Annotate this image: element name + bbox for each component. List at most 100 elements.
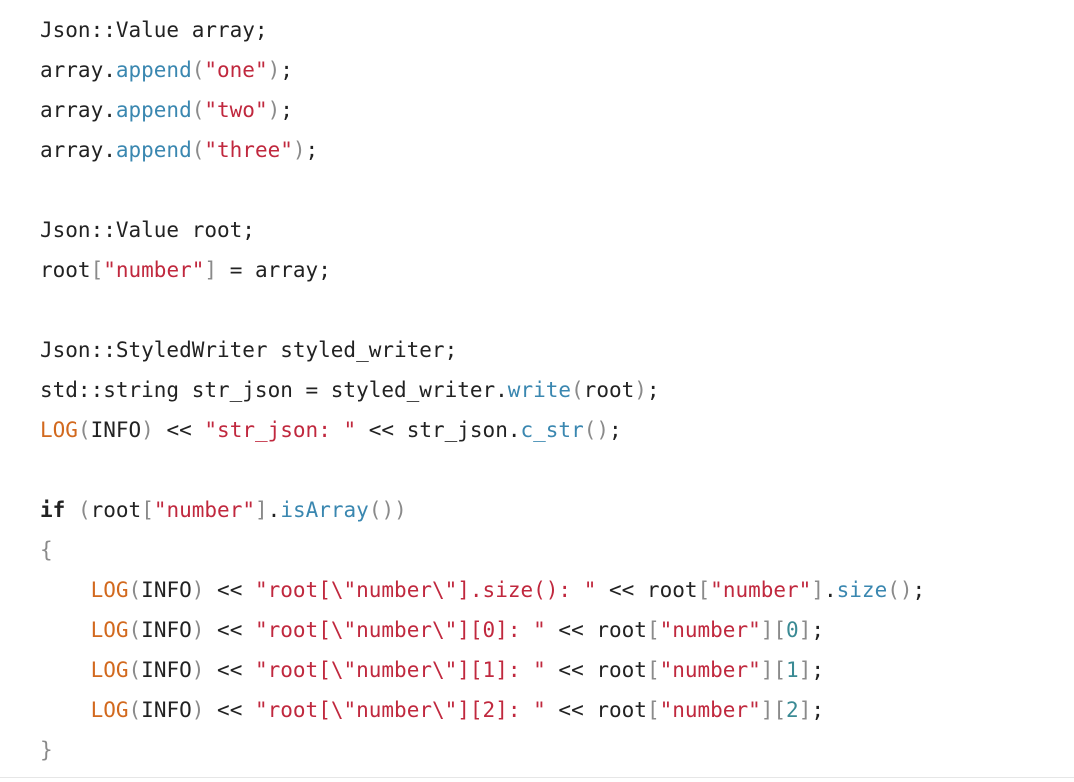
code-text-token: . xyxy=(823,578,837,602)
code-string-token: "root[\"number\"].size(): " xyxy=(254,578,597,602)
code-text-token xyxy=(65,498,78,522)
code-text-token: ; xyxy=(811,698,825,722)
code-text-token: << xyxy=(204,578,255,602)
code-text-token: . xyxy=(267,498,281,522)
code-keyword-token: if xyxy=(40,498,66,522)
code-text-token: INFO xyxy=(141,618,192,642)
code-text-token: ; xyxy=(305,138,319,162)
code-text-token xyxy=(40,618,91,642)
code-punctuation-token: ] xyxy=(798,698,812,722)
code-text-token: ; xyxy=(811,618,825,642)
code-text-token: ; xyxy=(646,378,660,402)
code-string-token: "root[\"number\"][1]: " xyxy=(254,658,546,682)
code-text-token: << xyxy=(204,658,255,682)
code-text-token xyxy=(40,698,91,722)
code-punctuation-token: ][ xyxy=(760,698,787,722)
code-punctuation-token: [ xyxy=(141,498,154,522)
code-punctuation-token: ) xyxy=(191,658,205,682)
code-string-token: "number" xyxy=(659,658,761,682)
code-string-token: "two" xyxy=(204,98,268,122)
code-function-token: size xyxy=(836,578,888,602)
code-punctuation-token: ( xyxy=(128,658,142,682)
code-line: } xyxy=(40,730,53,770)
code-line: Json::Value root; xyxy=(40,210,255,250)
code-macro-token: LOG xyxy=(40,418,78,442)
code-punctuation-token: ) xyxy=(141,418,154,442)
code-punctuation-token: ( xyxy=(571,378,584,402)
code-text-token: << root xyxy=(596,578,698,602)
code-punctuation-token: ][ xyxy=(760,618,787,642)
code-text-token: std::string str_json = styled_writer. xyxy=(40,378,508,402)
code-text-token: << root xyxy=(545,698,647,722)
code-punctuation-token: ()) xyxy=(368,498,407,522)
code-punctuation-token: ] xyxy=(255,498,268,522)
code-text-token: root xyxy=(40,258,91,282)
code-text-token: << str_json. xyxy=(356,418,521,442)
code-punctuation-token: ) xyxy=(267,58,281,82)
code-punctuation-token: ( xyxy=(191,58,205,82)
code-text-token: array. xyxy=(40,98,116,122)
code-string-token: "number" xyxy=(153,498,255,522)
code-function-token: write xyxy=(507,378,572,402)
code-line: Json::StyledWriter styled_writer; xyxy=(40,330,457,370)
code-punctuation-token: [ xyxy=(646,658,660,682)
code-text-token: INFO xyxy=(141,658,192,682)
code-text-token: << xyxy=(153,418,205,442)
code-line: array.append("three"); xyxy=(40,130,318,170)
code-punctuation-token: ( xyxy=(77,418,91,442)
code-function-token: append xyxy=(115,138,192,162)
code-punctuation-token: ( xyxy=(191,98,205,122)
code-punctuation-token: ) xyxy=(292,138,306,162)
code-punctuation-token: ] xyxy=(204,258,218,282)
code-punctuation-token: } xyxy=(40,738,53,762)
code-text-token: INFO xyxy=(141,698,192,722)
code-punctuation-token: { xyxy=(40,538,53,562)
code-punctuation-token: () xyxy=(583,418,610,442)
code-function-token: append xyxy=(115,98,192,122)
code-text-token: ; xyxy=(811,658,825,682)
code-text-token: Json::StyledWriter styled_writer; xyxy=(40,338,458,362)
code-line: array.append("two"); xyxy=(40,90,293,130)
code-line: root["number"] = array; xyxy=(40,250,331,290)
code-punctuation-token: ( xyxy=(191,138,205,162)
code-text-token: array. xyxy=(40,138,116,162)
code-string-token: "number" xyxy=(103,258,205,282)
code-macro-token: LOG xyxy=(90,618,129,642)
code-string-token: "root[\"number\"][0]: " xyxy=(254,618,546,642)
code-text-token: ; xyxy=(609,418,622,442)
code-text-token: ; xyxy=(280,98,293,122)
code-punctuation-token: [ xyxy=(646,618,660,642)
code-text-token: << xyxy=(204,698,255,722)
code-text-token xyxy=(40,658,91,682)
code-punctuation-token: ) xyxy=(634,378,647,402)
code-line: LOG(INFO) << "str_json: " << str_json.c_… xyxy=(40,410,622,450)
code-punctuation-token: ) xyxy=(191,578,205,602)
code-macro-token: LOG xyxy=(90,658,129,682)
code-line: std::string str_json = styled_writer.wri… xyxy=(40,370,660,410)
code-punctuation-token: ( xyxy=(128,698,142,722)
code-line: if (root["number"].isArray()) xyxy=(40,490,407,530)
code-line: LOG(INFO) << "root[\"number\"][1]: " << … xyxy=(40,650,824,690)
code-text-token: ; xyxy=(912,578,926,602)
code-punctuation-token: ( xyxy=(77,498,91,522)
code-text-token: = array; xyxy=(217,258,331,282)
code-function-token: append xyxy=(115,58,192,82)
code-text-token: << root xyxy=(545,658,647,682)
code-text-token: root xyxy=(583,378,635,402)
code-text-token: root xyxy=(90,498,142,522)
code-text-token: ; xyxy=(280,58,293,82)
code-number-token: 1 xyxy=(786,658,799,682)
code-number-token: 0 xyxy=(786,618,799,642)
code-punctuation-token: ( xyxy=(128,578,142,602)
code-punctuation-token: ) xyxy=(191,618,205,642)
code-string-token: "number" xyxy=(710,578,812,602)
code-line: Json::Value array; xyxy=(40,10,268,50)
code-punctuation-token: ] xyxy=(798,658,812,682)
code-string-token: "number" xyxy=(659,698,761,722)
code-punctuation-token: [ xyxy=(697,578,711,602)
code-line: LOG(INFO) << "root[\"number\"][2]: " << … xyxy=(40,690,824,730)
code-function-token: isArray xyxy=(280,498,369,522)
code-line: LOG(INFO) << "root[\"number\"][0]: " << … xyxy=(40,610,824,650)
code-macro-token: LOG xyxy=(90,578,129,602)
